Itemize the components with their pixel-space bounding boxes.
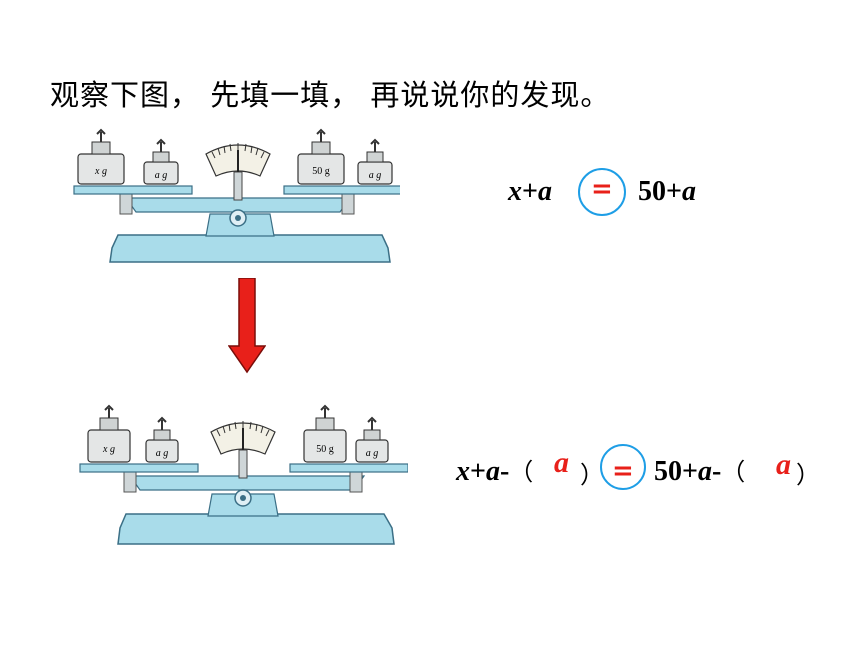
instruction-title: 观察下图， 先填一填， 再说说你的发现。 [50,78,611,112]
weight-x-g: x g [77,128,125,185]
balance-scale-top: x g a g 50 g a g [73,128,400,263]
equation-1-left: x+a [508,176,552,207]
answer-1[interactable]: a [554,446,569,479]
svg-text:50 g: 50 g [312,166,330,177]
equation-1-right: 50+a [638,176,696,207]
equation-2-sign: = [612,456,634,486]
balance-scale-bottom: x g a g 50 g a g [79,404,408,545]
equation-1-circle[interactable] [578,168,626,216]
left-pan [73,185,193,195]
paren-close-2: ） [796,461,820,489]
equation-2-left: x+a-（ [456,456,534,487]
svg-text:x g: x g [94,166,107,177]
svg-text:a g: a g [366,448,379,459]
svg-text:a g: a g [156,448,169,459]
svg-text:x g: x g [102,444,115,455]
answer-2[interactable]: a [776,448,791,481]
right-pan [283,185,400,195]
equation-1-sign: = [591,174,613,204]
svg-text:a g: a g [369,170,382,181]
equation-2-right: 50+a-（ [654,456,746,487]
scale-base [109,234,391,263]
equation-2-circle[interactable] [600,444,646,490]
weight-a-g-right: a g [357,138,393,185]
weight-a-g-left: a g [143,138,179,185]
svg-text:50 g: 50 g [316,444,334,455]
svg-text:a g: a g [155,170,168,181]
scale-beam [124,197,352,213]
weight-50-g: 50 g [297,128,345,185]
down-arrow-icon [228,278,266,374]
